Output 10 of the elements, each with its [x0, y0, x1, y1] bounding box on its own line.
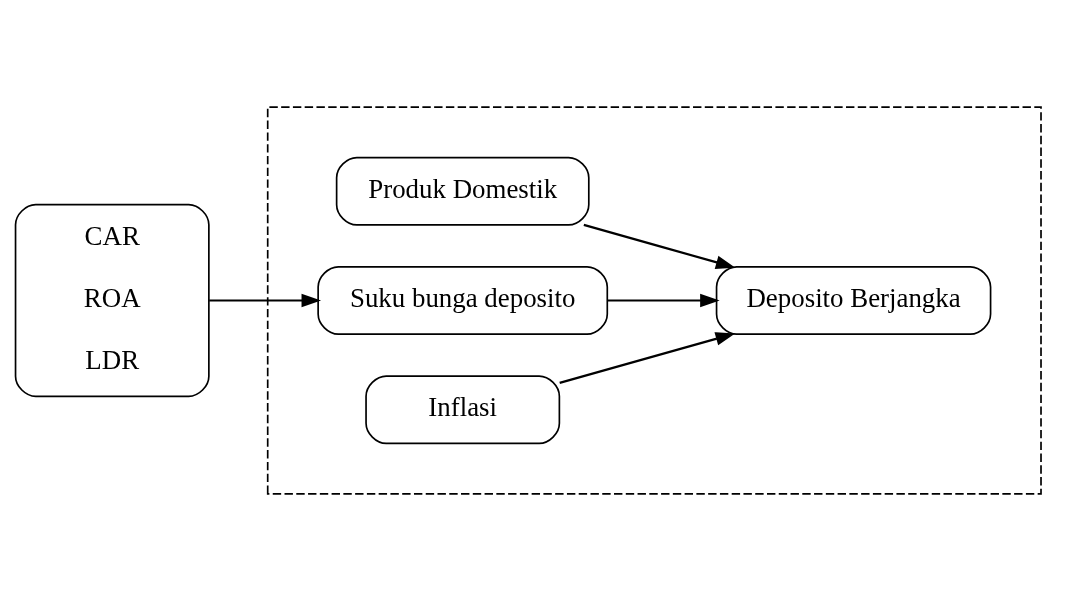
node-box: Produk Domestik: [335, 156, 590, 226]
node-box: Inflasi: [365, 374, 561, 444]
arrow: [559, 331, 736, 384]
node-box: CAR ROA LDR: [14, 203, 210, 397]
node-box: Suku bunga deposito: [317, 265, 609, 335]
node-box: Deposito Berjangka: [715, 265, 992, 335]
arrow: [209, 293, 322, 307]
arrow: [607, 293, 720, 307]
cluster: [266, 105, 1042, 495]
arrow: [583, 223, 736, 269]
